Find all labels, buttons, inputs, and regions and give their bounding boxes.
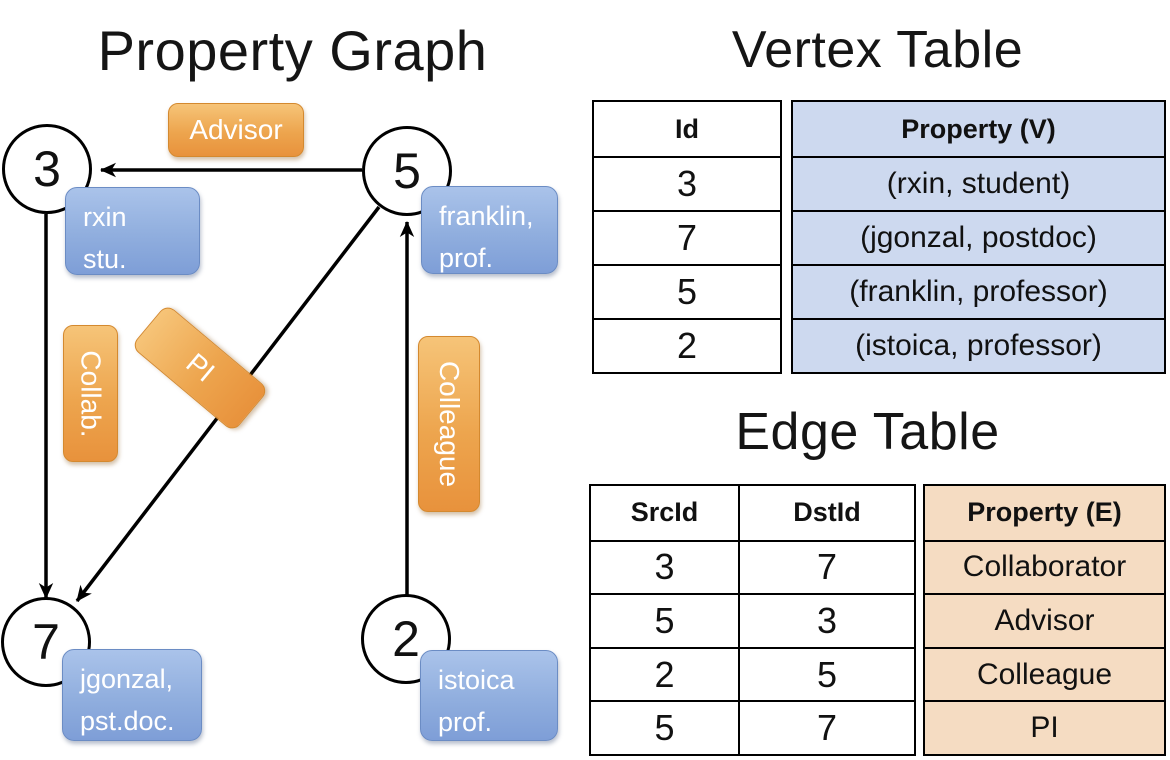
edge-table-row: 3 7 [591, 539, 914, 594]
edge-table-cell: Collaborator [925, 539, 1164, 594]
vertex-table-cell: (jgonzal, postdoc) [793, 210, 1164, 264]
node-2-property-line: prof. [438, 706, 493, 737]
node-7-property-line: jgonzal, [80, 664, 174, 694]
vertex-table-header-property: Property (V) [901, 113, 1056, 144]
node-2-property-line: istoica [438, 665, 515, 695]
node-5: 5 [362, 126, 452, 216]
node-3-property-line: stu. [83, 243, 127, 274]
edge-label-collab-text: Collab. [75, 349, 107, 438]
edge-table-cell: 5 [591, 595, 740, 647]
vertex-table-cell: (rxin, student) [793, 156, 1164, 210]
node-5-property-box: franklin, prof. [421, 186, 558, 274]
node-5-property-line: franklin, [439, 201, 534, 231]
edge-table-cell: 3 [591, 541, 740, 594]
edge-table-cell: 5 [816, 653, 838, 695]
vertex-table-header-id: Id [675, 113, 699, 144]
edge-table-cell: 5 [591, 702, 740, 754]
edge-table-cell: 7 [816, 546, 838, 588]
edge-label-advisor-text: Advisor [189, 114, 283, 145]
edge-table-property-column: Property (E) Collaborator Advisor Collea… [923, 484, 1166, 756]
edge-label-collab: Collab. [63, 325, 118, 462]
edge-table-cell: PI [925, 700, 1164, 754]
vertex-table-cell: (istoica, professor) [793, 318, 1164, 372]
node-7-property-line: pst.doc. [80, 705, 175, 736]
vertex-table-cell: 7 [594, 210, 780, 264]
edge-table-id-columns: SrcId DstId 3 7 5 3 2 5 5 7 [589, 484, 916, 756]
edge-table-cell: 7 [816, 707, 838, 749]
node-5-property-line: prof. [439, 242, 494, 273]
edge-table-header-property: Property (E) [967, 497, 1122, 528]
vertex-table-cell: 2 [594, 318, 780, 372]
edge-label-colleague-text: Colleague [434, 360, 466, 488]
node-7-property-box: jgonzal, pst.doc. [62, 649, 202, 741]
edge-table-row: 5 7 [591, 700, 914, 754]
edge-table-header-srcid: SrcId [591, 486, 740, 540]
node-2: 2 [361, 594, 451, 684]
edge-table-row: 2 5 [591, 646, 914, 701]
vertex-table-title: Vertex Table [731, 21, 1024, 79]
edge-table-header-row: SrcId DstId [591, 486, 914, 540]
vertex-table: Id 3 7 5 2 Property (V) (rxin, student) … [592, 100, 1166, 374]
edge-table-title: Edge Table [735, 403, 1000, 461]
edge-table: SrcId DstId 3 7 5 3 2 5 5 7 Property (E)… [589, 484, 1166, 756]
vertex-table-cell: (franklin, professor) [793, 264, 1164, 318]
vertex-table-id-column: Id 3 7 5 2 [592, 100, 782, 374]
vertex-table-cell: 5 [594, 264, 780, 318]
edge-label-colleague: Colleague [418, 336, 480, 512]
edge-table-cell: Advisor [925, 593, 1164, 647]
edge-table-header-dstid: DstId [793, 497, 861, 528]
edge-table-cell: Colleague [925, 646, 1164, 701]
node-2-property-box: istoica prof. [420, 650, 558, 741]
edge-table-row: 5 3 [591, 593, 914, 647]
node-3-property-line: rxin [83, 202, 127, 232]
vertex-table-cell: 3 [594, 156, 780, 210]
property-graph-title: Property Graph [97, 19, 488, 82]
edge-label-advisor: Advisor [168, 103, 304, 157]
edge-label-pi-text: PI [180, 347, 221, 388]
node-3-property-box: rxin stu. [65, 187, 200, 275]
edge-table-cell: 3 [816, 599, 838, 641]
edge-table-cell: 2 [591, 648, 740, 701]
vertex-table-property-column: Property (V) (rxin, student) (jgonzal, p… [791, 100, 1166, 374]
